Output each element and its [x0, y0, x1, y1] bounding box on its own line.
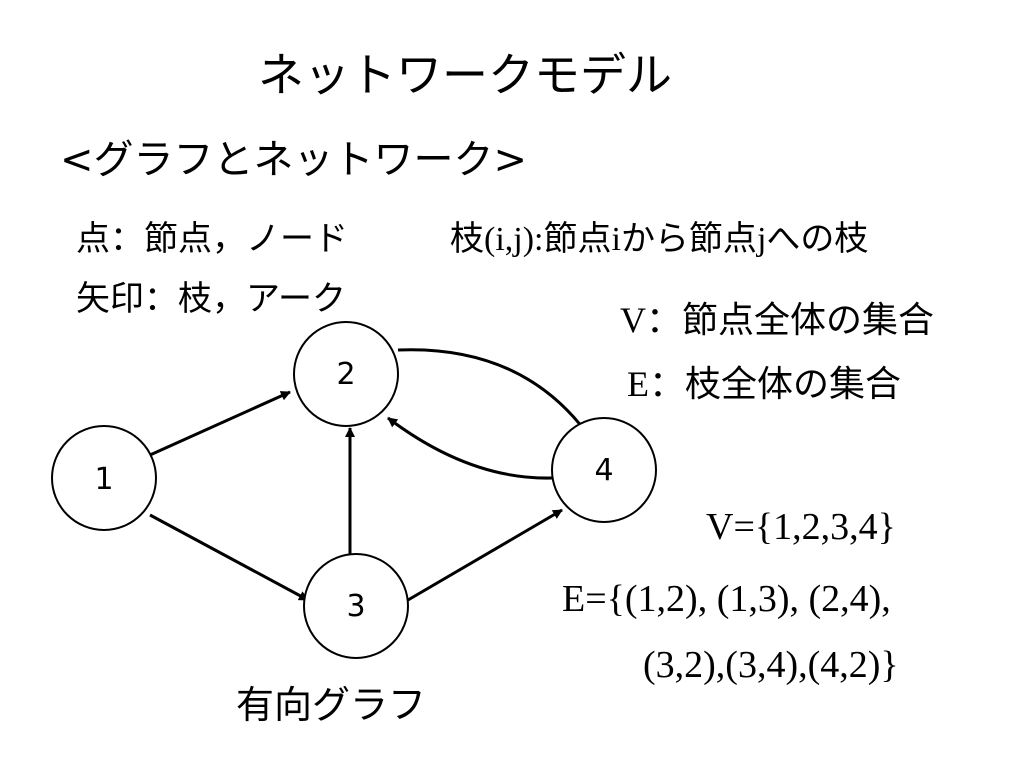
definition-arc-ij: 枝(i,j):節点iから節点jへの枝: [450, 222, 868, 257]
definition-v: V：節点全体の集合: [620, 302, 934, 339]
arc-text2: から節点: [620, 219, 757, 259]
set-e-line2: (3,2),(3,4),(4,2)}: [643, 644, 899, 686]
node-1: [51, 425, 157, 531]
v-description: ：節点全体の集合: [646, 300, 935, 341]
v-symbol: V: [620, 300, 646, 340]
edge-1-2: [149, 390, 291, 457]
node-label-1: 1: [94, 462, 113, 497]
node-label-4: 4: [594, 453, 613, 488]
edge-3-4: [407, 508, 563, 602]
node-label-2: 2: [336, 357, 355, 392]
e-symbol: E: [627, 364, 649, 404]
page-title: ネットワークモデル: [258, 48, 672, 102]
node-2: [293, 321, 399, 427]
edge-4-2: [387, 416, 553, 480]
definition-e: E：枝全体の集合: [627, 366, 901, 403]
subtitle: <グラフとネットワーク>: [60, 137, 528, 183]
edge-1-3: [149, 513, 309, 602]
arc-text3: への枝: [766, 219, 869, 259]
node-3: [303, 553, 409, 659]
definition-point-node: 点：節点，ノード: [76, 219, 348, 259]
arc-ij: (i,j):: [484, 221, 544, 258]
set-v: V={1,2,3,4}: [706, 506, 896, 548]
arc-prefix: 枝: [450, 219, 484, 259]
node-4: [551, 417, 657, 523]
graph-caption: 有向グラフ: [236, 683, 427, 727]
arc-j: j: [756, 221, 767, 258]
arc-i: i: [611, 221, 621, 258]
edge-2-4: [397, 348, 588, 433]
arc-text1: 節点: [543, 219, 612, 259]
definition-arrow-arc: 矢印：枝，アーク: [76, 279, 346, 319]
e-description: ：枝全体の集合: [649, 364, 902, 405]
set-e-line1: E={(1,2), (1,3), (2,4),: [562, 578, 891, 620]
node-label-3: 3: [346, 589, 365, 624]
